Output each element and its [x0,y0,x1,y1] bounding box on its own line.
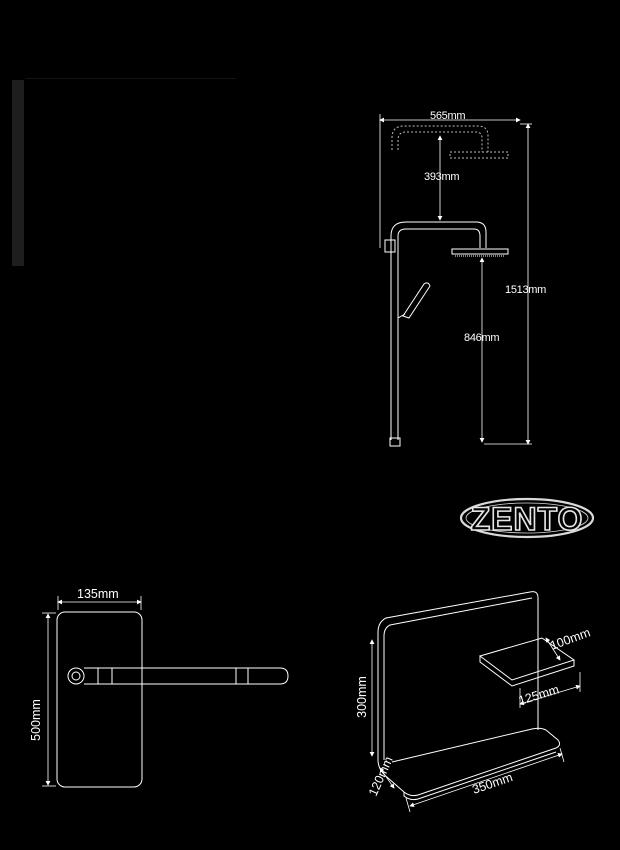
mixer-handle [67,667,289,685]
shelf-back-panel [377,591,539,730]
column-pipe [384,239,401,447]
shelf-length-label: 125mm [517,682,561,708]
arm-drop-393-label: 393mm [424,171,459,183]
width-565-label: 565mm [430,110,465,122]
small-shelf [478,637,576,687]
logo-text: ZENTO [471,501,584,537]
shower-column-drawing [384,125,509,447]
shelf-depth-label: 100mm [548,625,592,652]
shower-head [451,248,509,257]
height-846-label: 846mm [464,332,499,344]
hand-shower [397,282,431,319]
plate-width-label: 135mm [77,587,119,601]
back-plate [56,611,143,788]
shower-arm [390,221,487,248]
side-decor-bar [12,80,24,266]
shelf-base-depth-label: 120mm [366,754,396,798]
raised-arm-dashed [391,125,509,159]
mixer-plate-drawing [56,611,289,788]
height-1513-label: 1513mm [505,284,546,296]
top-decor-line [26,78,236,79]
plate-height-label: 500mm [29,699,43,741]
shelf-dimension-lines [369,637,581,813]
zento-logo: ZENTO [459,497,595,539]
shower-dimension-lines [379,114,532,445]
shelf-height-label: 300mm [355,676,369,718]
mixer-dimension-lines [42,596,142,787]
